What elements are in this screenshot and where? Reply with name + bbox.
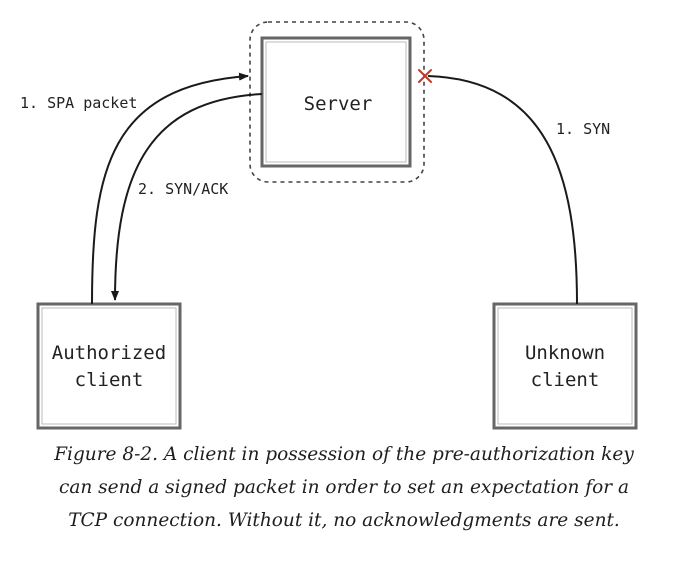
blocked-x-icon (418, 69, 432, 83)
caption-line-2: can send a signed packet in order to set… (59, 477, 629, 498)
syn-blocked-line (427, 75, 578, 305)
unknown-client-label-line1: Unknown (525, 342, 605, 364)
server-label: Server (304, 93, 373, 115)
unknown-client-node: Unknown client (492, 302, 638, 430)
spa-packet-label: 1. SPA packet (20, 94, 137, 112)
spa-packet-arrow (91, 72, 249, 305)
figure-caption: Figure 8-2. A client in possession of th… (0, 438, 688, 537)
authorized-client-node: Authorized client (36, 302, 182, 430)
caption-line-3: TCP connection. Without it, no acknowled… (68, 510, 620, 531)
syn-label: 1. SYN (556, 120, 610, 138)
firewall-boundary (249, 21, 425, 183)
syn-ack-label: 2. SYN/ACK (138, 180, 228, 198)
server-node: Server (260, 36, 412, 168)
syn-ack-arrow (111, 93, 263, 301)
unknown-client-label-line2: client (531, 369, 600, 391)
caption-line-1: Figure 8-2. A client in possession of th… (54, 444, 634, 465)
authorized-client-label-line2: client (75, 369, 144, 391)
authorized-client-label-line1: Authorized (52, 342, 166, 364)
